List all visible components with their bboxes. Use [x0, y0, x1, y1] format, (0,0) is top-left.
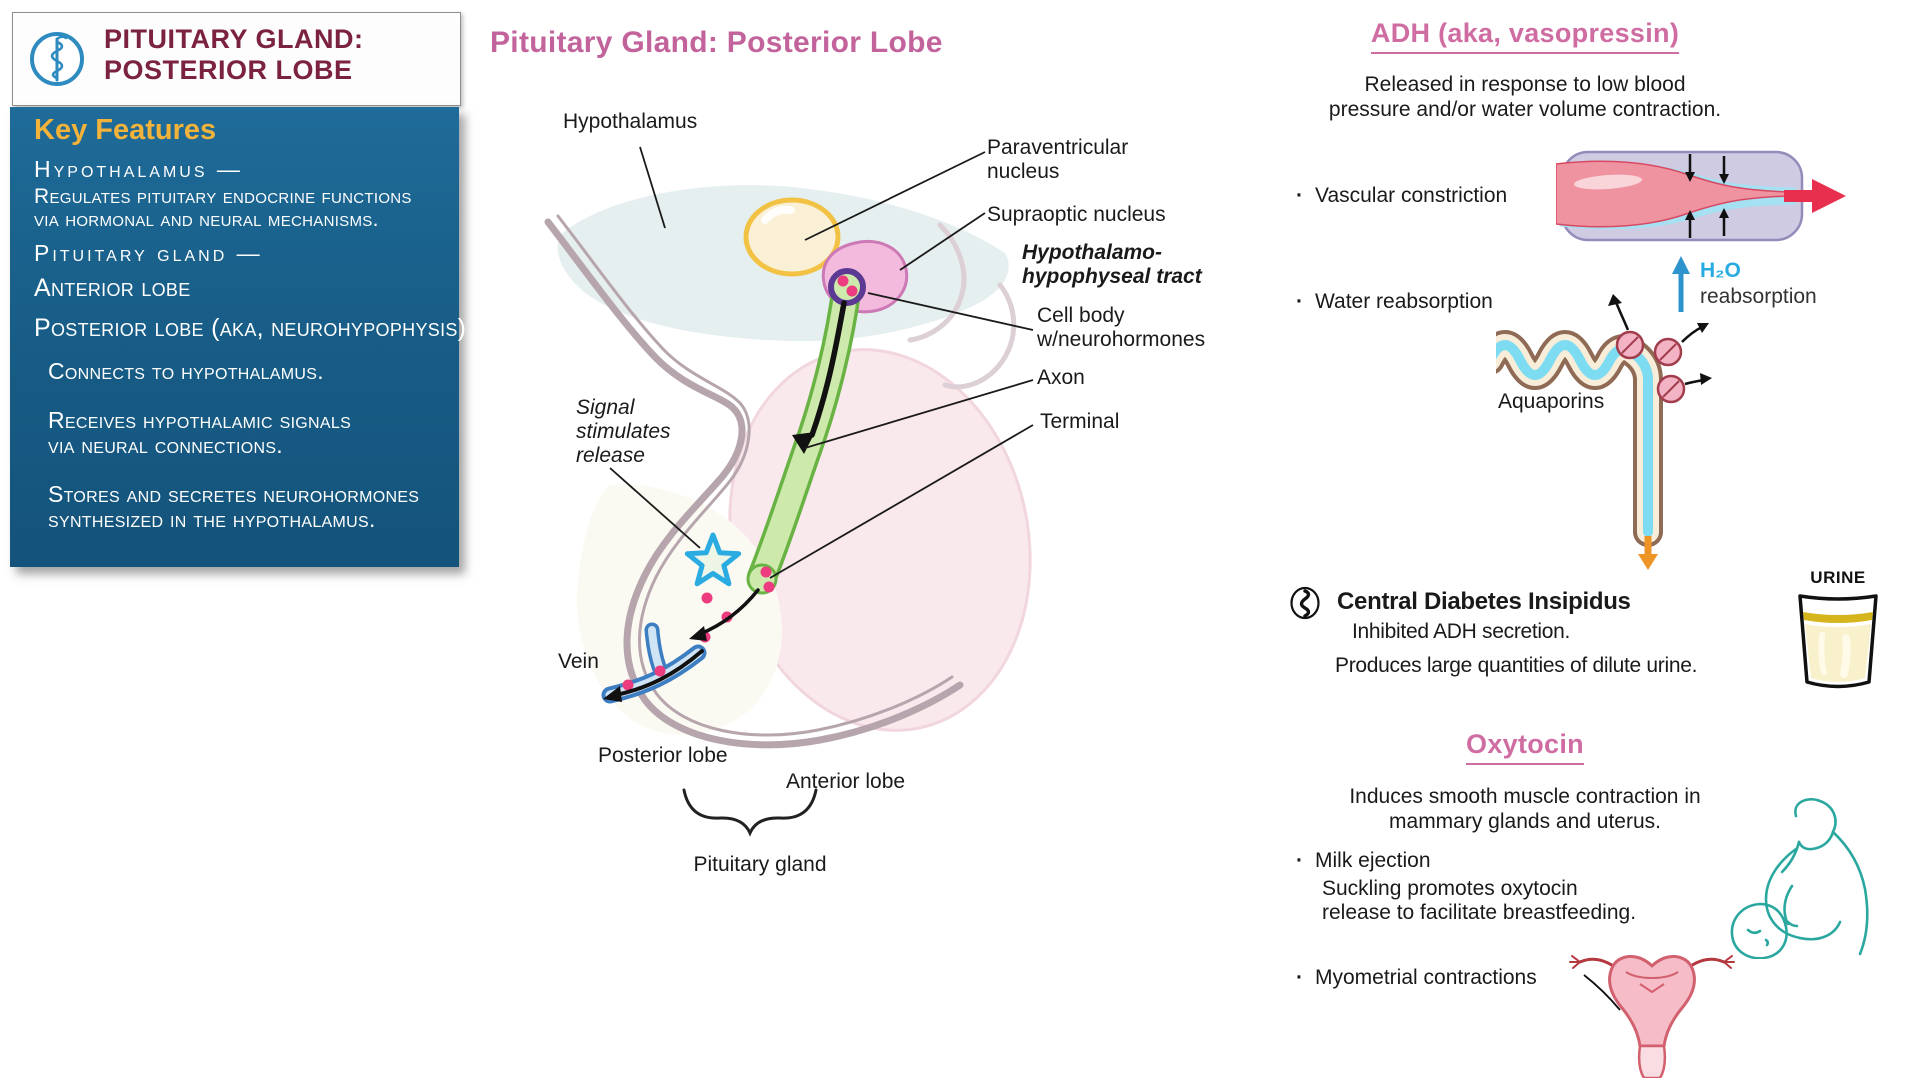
signal-star [684, 532, 742, 587]
key-term-hypothalamus: Hypothalamus — [34, 156, 243, 182]
oxytocin-intro: Induces smooth muscle contraction in mam… [1349, 785, 1701, 833]
cell-body-shape [828, 268, 866, 306]
cdi-line1: Inhibited ADH secretion. [1352, 620, 1571, 643]
label-cell-body: Cell body w/neurohormones [1037, 304, 1206, 351]
label-terminal: Terminal [1040, 410, 1120, 433]
diagram-title: Pituitary Gland: Posterior Lobe [490, 26, 943, 59]
label-paraventricular-nucleus: Paraventricular nucleus [987, 136, 1129, 183]
key-sub-connects: Connects to hypothalamus. [48, 358, 324, 384]
adh-section-header: ADH (aka, vasopressin) [1240, 18, 1810, 54]
breastfeeding-illustration [1730, 797, 1869, 959]
h2o-sub-label: reabsorption [1700, 285, 1817, 308]
key-sub-receives: Receives hypothalamic signals via neural… [48, 407, 352, 458]
key-sub-stores: Stores and secretes neurohormones synthe… [48, 481, 420, 532]
label-hypophyseal-tract: Hypothalamo- hypophyseal tract [1022, 241, 1202, 288]
release-arrow [698, 588, 760, 636]
axon-arrow [809, 300, 847, 438]
brain-band [544, 218, 964, 749]
oxytocin-title: Oxytocin [1466, 729, 1584, 765]
title-card [12, 12, 461, 106]
pituitary-diagram [544, 146, 1034, 837]
h2o-up-arrow [1672, 256, 1690, 312]
oxytocin-milk-sub: Suckling promotes oxytocin release to fa… [1322, 877, 1637, 924]
adh-bullet-vascular: Vascular constriction [1296, 184, 1507, 208]
key-features-heading: Key Features [34, 114, 217, 146]
pituitary-brace [682, 788, 818, 837]
oxytocin-section-header: Oxytocin [1240, 729, 1810, 765]
page-title: PITUITARY GLAND: POSTERIOR LOBE [104, 24, 364, 85]
uterus-illustration [1569, 955, 1735, 1078]
label-hypothalamus: Hypothalamus [563, 110, 698, 133]
label-axon: Axon [1037, 366, 1085, 389]
tubule-illustration [1496, 294, 1712, 570]
urine-label: URINE [1810, 568, 1866, 587]
key-term-pituitary: Pituitary gland — [34, 240, 263, 266]
urine-cup-illustration [1798, 594, 1878, 689]
h2o-label: H₂O [1700, 259, 1741, 282]
adh-bullet-water: Water reabsorption [1296, 290, 1493, 314]
label-pituitary-gland: Pituitary gland [693, 853, 827, 876]
label-aquaporins: Aquaporins [1498, 390, 1605, 413]
label-supraoptic-nucleus: Supraoptic nucleus [987, 203, 1166, 226]
key-features-panel [10, 107, 459, 567]
key-desc-hypothalamus: Regulates pituitary endocrine functions … [34, 185, 412, 231]
caduceus-small-icon [1290, 586, 1320, 620]
key-item-posterior-lobe: Posterior lobe (aka, neurohypophysis) [34, 314, 467, 342]
oxytocin-bullet-myometrial: Myometrial contractions [1296, 966, 1537, 990]
label-signal: Signal stimulates release [576, 396, 671, 467]
vein-flow-arrow [614, 649, 704, 697]
oxytocin-bullet-milk: Milk ejection [1296, 849, 1431, 873]
caduceus-icon [30, 32, 84, 86]
cdi-line2: Produces large quantities of dilute urin… [1335, 654, 1698, 677]
label-posterior-lobe: Posterior lobe [598, 744, 728, 767]
label-vein: Vein [558, 650, 599, 673]
label-anterior-lobe: Anterior lobe [786, 770, 906, 793]
adh-intro: Released in response to low blood pressu… [1328, 73, 1722, 121]
vascular-constriction-illustration [1556, 150, 1846, 242]
cdi-title: Central Diabetes Insipidus [1337, 588, 1631, 615]
adh-title: ADH (aka, vasopressin) [1370, 18, 1680, 54]
key-item-anterior-lobe: Anterior lobe [34, 274, 191, 302]
